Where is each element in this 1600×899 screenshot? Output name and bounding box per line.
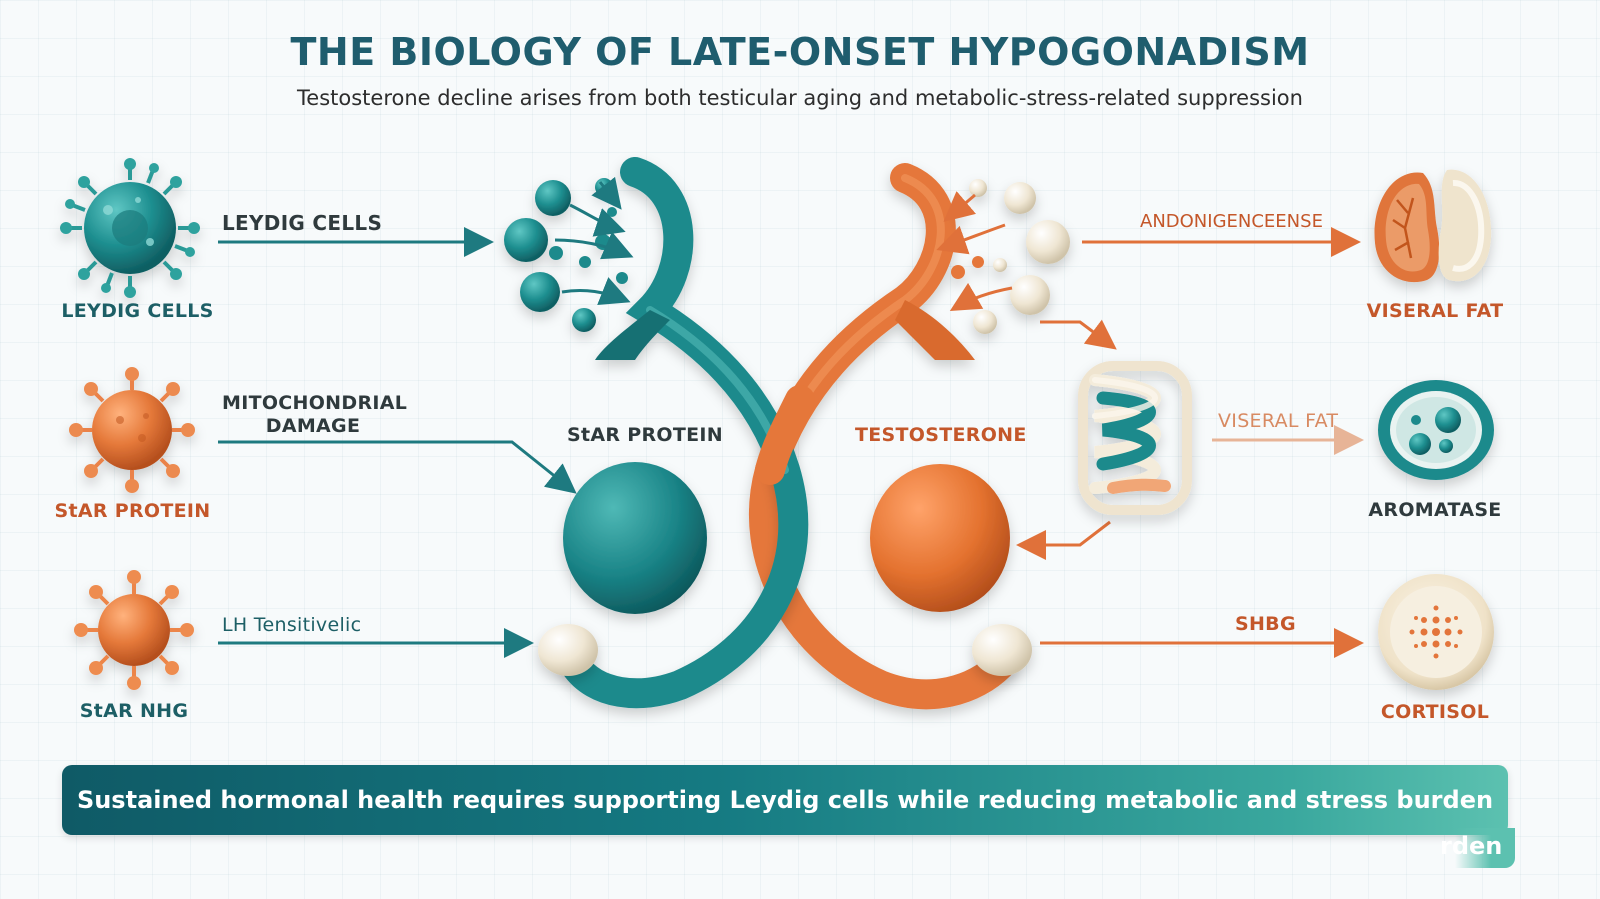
left-icon-label-3: StAR NHG [79,700,189,722]
page-subtitle: Testosterone decline arises from both te… [297,86,1303,110]
orange-tube-front [755,385,815,485]
cortisol-disc-icon [1378,574,1494,690]
virus-cell-icon [69,367,195,493]
arrow-label-mito-2: DAMAGE [265,415,361,437]
summary-banner-text: Sustained hormonal health requires suppo… [76,786,1494,814]
arrow-coil-to-egg [1016,520,1111,560]
orange-flow-arrows [936,191,1013,312]
center-label-testosterone: TESTOSTERONE [855,424,1027,446]
coil-complex-icon [1078,361,1192,515]
right-icon-label-3: CORTISOL [1380,701,1490,723]
cream-cap-left [538,624,598,676]
aromatase-cell-icon [1378,380,1494,480]
arrow-to-coil [1040,319,1117,350]
arrow-label-lh: LH Tensitivelic [222,614,362,636]
virus-cell-icon [74,570,194,690]
arrow-label-viseral: VISERAL FAT [1218,410,1339,432]
virus-cell-icon [60,158,200,298]
arrow-mitochondrial [218,440,577,494]
right-icon-label-1: VISERAL FAT [1366,300,1504,322]
arrow-label-shbg: SHBG [1235,613,1296,635]
left-icon-label-1: LEYDIG CELLS [61,300,214,322]
teal-flow-arrows [554,176,634,306]
right-icon-label-2: AROMATASE [1368,499,1502,521]
arrow-label-mito-1: MITOCHONDRIAL [222,392,408,414]
cream-molecule-cluster [951,179,1070,334]
teal-molecule-cluster [504,178,628,332]
page-title: THE BIOLOGY OF LATE-ONSET HYPOGONADISM [290,30,1310,74]
orange-egg [870,464,1010,612]
teal-egg [563,462,707,614]
center-label-star: StAR PROTEIN [567,424,723,446]
adipose-tissue-icon [1374,169,1492,283]
arrow-label-androgen: ANDONIGENCEENSE [1140,211,1323,232]
summary-banner: Sustained hormonal health requires suppo… [62,765,1508,835]
arrow-label-leydig: LEYDIG CELLS [222,211,383,235]
banner-tail-background [1455,828,1515,868]
banner-tail-text: rden [1440,832,1503,860]
cream-cap-right [972,624,1032,676]
left-icon-label-2: StAR PROTEIN [54,500,211,522]
